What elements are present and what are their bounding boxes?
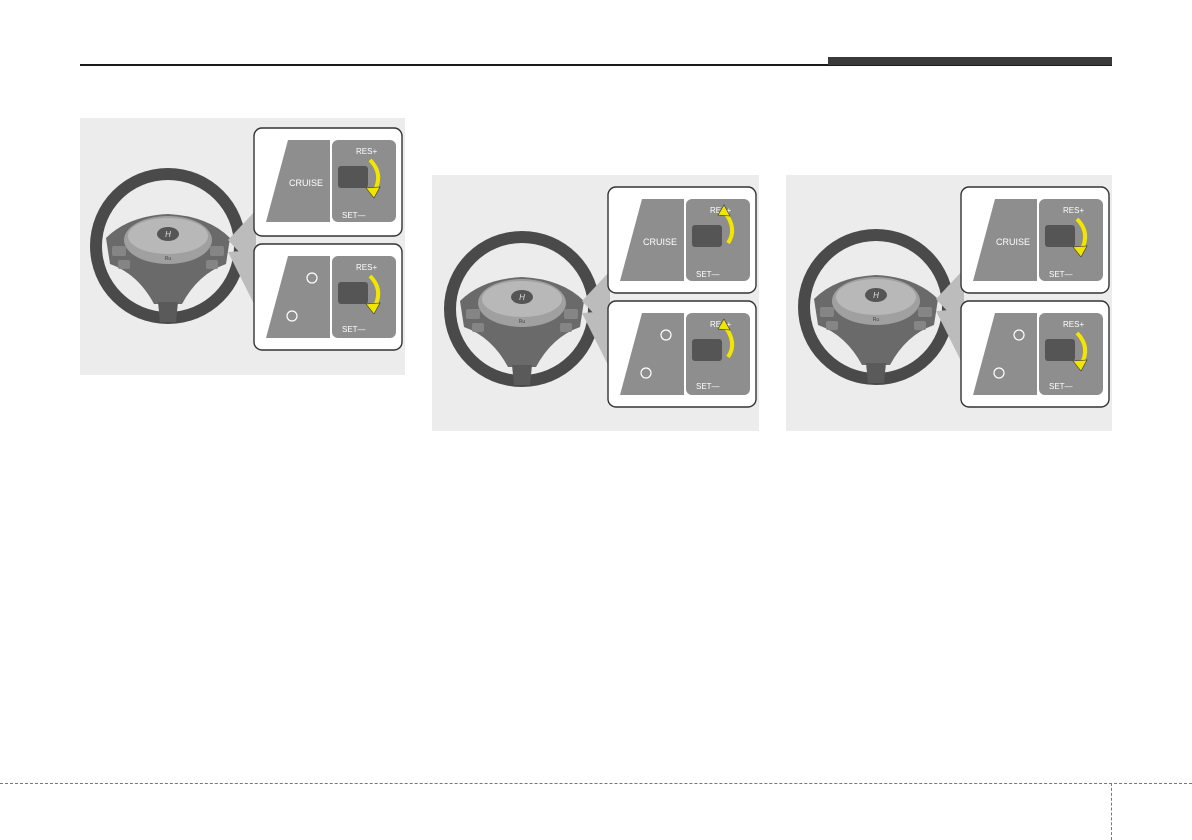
rocker-switch bbox=[338, 166, 368, 188]
res-label: RES+ bbox=[1063, 206, 1084, 215]
rocker-switch bbox=[692, 339, 722, 361]
steering-wheel-icon bbox=[444, 231, 600, 387]
res-label: RES+ bbox=[356, 263, 377, 272]
res-label: RES+ bbox=[356, 147, 377, 156]
cruise-switch-illustration-2: CRUISE RES+ SET— RES+ SET— bbox=[432, 175, 759, 431]
set-label: SET— bbox=[696, 270, 720, 279]
set-label: SET— bbox=[342, 325, 366, 334]
cruise-label: CRUISE bbox=[996, 237, 1030, 247]
set-label: SET— bbox=[696, 382, 720, 391]
set-label: SET— bbox=[1049, 382, 1073, 391]
rocker-switch bbox=[1045, 225, 1075, 247]
set-label: SET— bbox=[1049, 270, 1073, 279]
set-label: SET— bbox=[342, 211, 366, 220]
cruise-switch-illustration-1: CRUISE RES+ SET— RES+ SET— bbox=[80, 118, 405, 375]
cruise-label: CRUISE bbox=[643, 237, 677, 247]
rocker-switch bbox=[692, 225, 722, 247]
cruise-switch-illustration-3: CRUISE RES+ SET— RES+ SET— bbox=[786, 175, 1112, 431]
footer-dashed-rule bbox=[0, 783, 1192, 784]
steering-wheel-icon bbox=[90, 168, 246, 324]
rocker-switch bbox=[1045, 339, 1075, 361]
footer-page-divider bbox=[1111, 783, 1112, 840]
steering-wheel-icon bbox=[798, 229, 954, 385]
cruise-label: CRUISE bbox=[289, 178, 323, 188]
rocker-switch bbox=[338, 282, 368, 304]
header-section-tab bbox=[828, 57, 1112, 65]
res-label: RES+ bbox=[1063, 320, 1084, 329]
